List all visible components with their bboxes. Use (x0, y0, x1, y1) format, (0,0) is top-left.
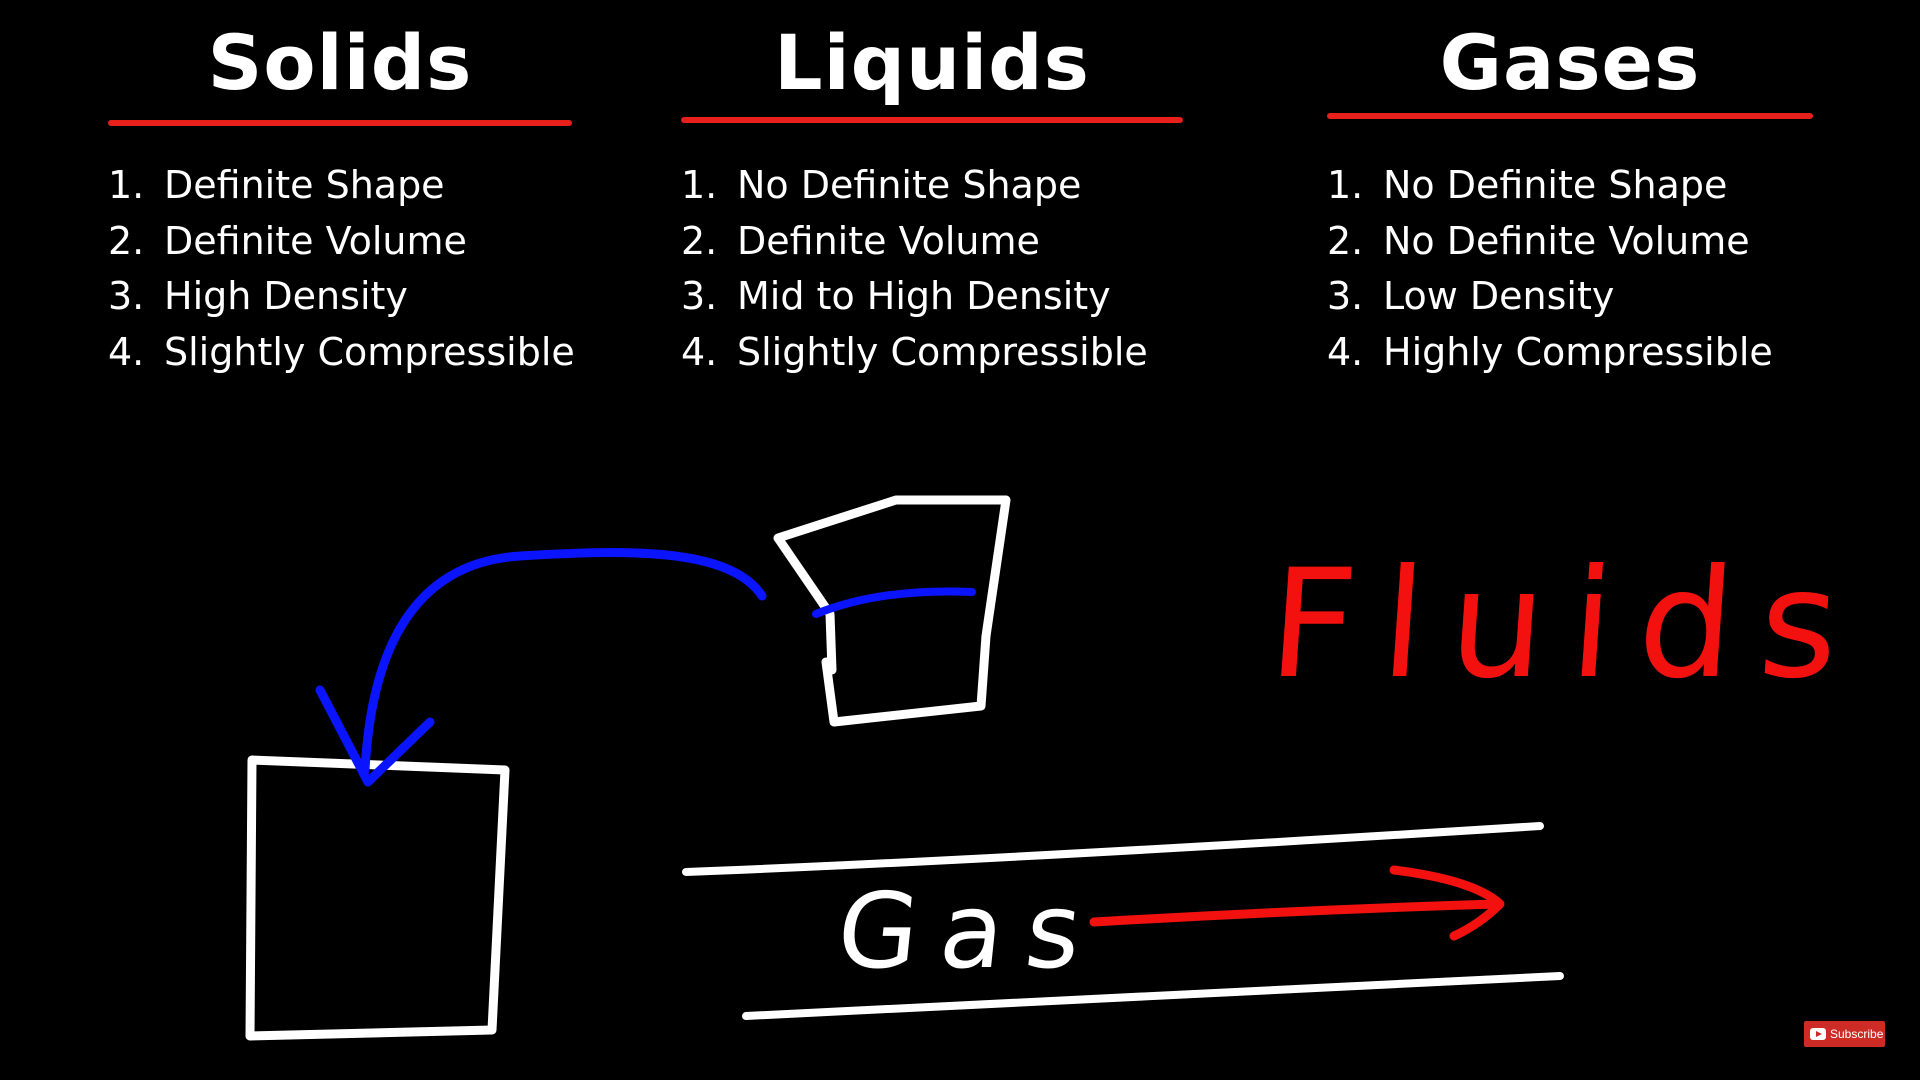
list-item: 2.No Definite Volume (1327, 218, 1750, 263)
pour-arrow (315, 548, 767, 787)
list-item: 2.Definite Volume (681, 218, 1040, 263)
list-item: 3.Mid to High Density (681, 274, 1111, 318)
fluids-annotation: Fluids (1263, 538, 1871, 712)
subscribe-label: Subscribe (1830, 1027, 1884, 1041)
subscribe-button[interactable]: Subscribe (1804, 1021, 1885, 1047)
list-item: 4.Slightly Compressible (681, 329, 1148, 374)
solids-underline (108, 120, 572, 126)
liquids-properties-list: 1.No Definite Shape 2.Definite Volume 3.… (681, 158, 1148, 380)
liquids-title: Liquids (774, 18, 1090, 107)
flow-arrow (1089, 865, 1505, 941)
gases-underline (1327, 113, 1813, 119)
list-item: 2.Definite Volume (108, 218, 467, 263)
tilted-beaker (773, 495, 1011, 727)
liquids-underline (681, 117, 1183, 123)
list-item: 4.Highly Compressible (1327, 329, 1773, 374)
gas-annotation: Gas (831, 870, 1109, 992)
gases-title: Gases (1439, 18, 1701, 107)
container-box (245, 755, 510, 1041)
list-item: 3.Low Density (1327, 274, 1615, 318)
list-item: 1.Definite Shape (108, 163, 445, 207)
solids-properties-list: 1.Definite Shape 2.Definite Volume 3.Hig… (108, 158, 575, 380)
youtube-play-icon (1810, 1028, 1826, 1040)
solids-title: Solids (207, 18, 473, 107)
gases-properties-list: 1.No Definite Shape 2.No Definite Volume… (1327, 158, 1773, 380)
list-item: 1.No Definite Shape (1327, 163, 1728, 207)
list-item: 1.No Definite Shape (681, 163, 1082, 207)
list-item: 3.High Density (108, 274, 408, 318)
list-item: 4.Slightly Compressible (108, 329, 575, 374)
pipe-top-wall (682, 822, 1544, 876)
liquid-level-line (812, 587, 976, 618)
pipe-bottom-wall (742, 972, 1564, 1020)
